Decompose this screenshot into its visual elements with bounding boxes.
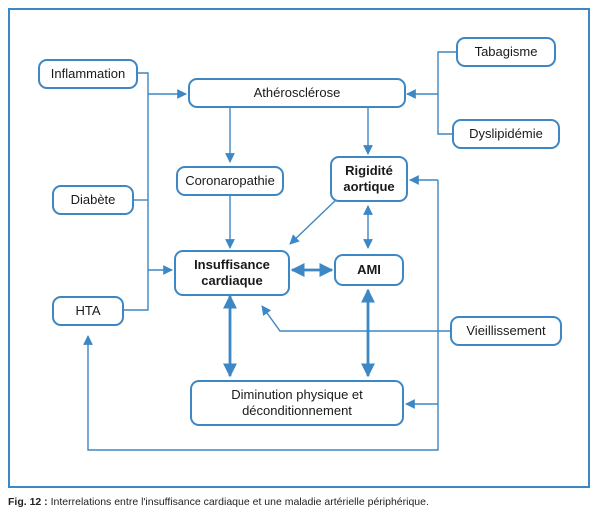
node-hta: HTA bbox=[52, 296, 124, 326]
tabagisme-connector bbox=[437, 51, 460, 135]
node-vieillissement: Vieillissement bbox=[450, 316, 562, 346]
left-bus-line bbox=[124, 72, 149, 311]
node-ami: AMI bbox=[334, 254, 404, 286]
node-rigidite-aortique: Rigidité aortique bbox=[330, 156, 408, 202]
right-bus-line bbox=[83, 180, 439, 451]
node-atherosclerose: Athérosclérose bbox=[188, 78, 406, 108]
node-inflammation: Inflammation bbox=[38, 59, 138, 89]
node-diabete: Diabète bbox=[52, 185, 134, 215]
caption-label: Fig. 12 : bbox=[8, 496, 48, 508]
node-tabagisme: Tabagisme bbox=[456, 37, 556, 67]
node-coronaropathie: Coronaropathie bbox=[176, 166, 284, 196]
caption-text: Interrelations entre l'insuffisance card… bbox=[47, 496, 429, 508]
vieillissement-line bbox=[261, 305, 450, 332]
node-diminution-physique: Diminution physique et déconditionnement bbox=[190, 380, 404, 426]
arrow-rigidite-to-insuffisance bbox=[289, 197, 339, 245]
node-dyslipidemie: Dyslipidémie bbox=[452, 119, 560, 149]
node-insuffisance-cardiaque: Insuffisance cardiaque bbox=[174, 250, 290, 296]
figure-caption: Fig. 12 : Interrelations entre l'insuffi… bbox=[8, 496, 429, 508]
diagram-frame bbox=[8, 8, 590, 488]
